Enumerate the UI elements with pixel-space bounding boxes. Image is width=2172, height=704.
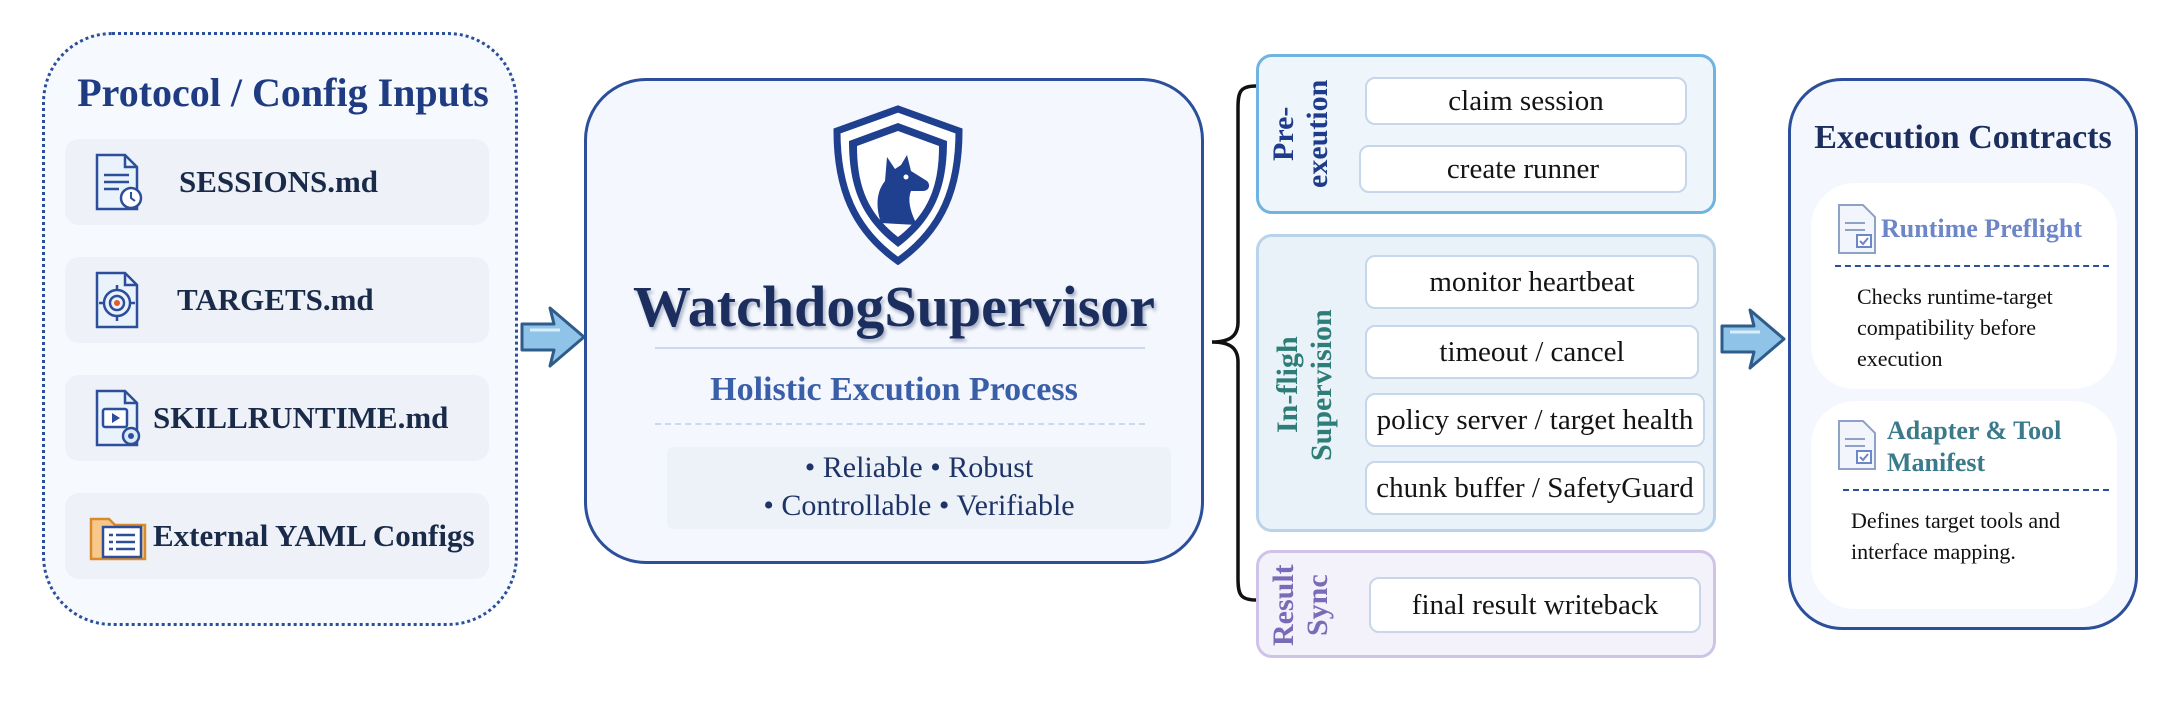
step-monitor-heartbeat: monitor heartbeat bbox=[1365, 255, 1699, 309]
inputs-panel: Protocol / Config Inputs SESSIONS.md TAR… bbox=[42, 32, 518, 626]
step-policy-server-target-health: policy server / target health bbox=[1365, 393, 1705, 447]
contract-runtime-preflight: Runtime Preflight Checks runtime-target … bbox=[1811, 183, 2117, 389]
file-label-yaml: External YAML Configs bbox=[153, 518, 475, 553]
supervisor-subtitle: Holistic Excution Process bbox=[710, 371, 1078, 408]
step-create-runner: create runner bbox=[1359, 145, 1687, 193]
folder-list-icon bbox=[89, 517, 147, 561]
stage-result-sync: Result Sync final result writeback bbox=[1256, 550, 1716, 658]
target-document-icon bbox=[95, 271, 139, 329]
file-card-targets: TARGETS.md bbox=[65, 257, 489, 343]
dog-shield-icon bbox=[833, 105, 963, 265]
file-card-yaml: External YAML Configs bbox=[65, 493, 489, 579]
media-document-icon bbox=[95, 389, 141, 447]
stage-label-pre-execution: Pre- exeution bbox=[1267, 79, 1334, 189]
contract-adapter-tool-manifest: Adapter & Tool Manifest Defines target t… bbox=[1811, 401, 2117, 609]
arrow-right-icon bbox=[520, 306, 586, 368]
step-chunk-buffer-safetyguard: chunk buffer / SafetyGuard bbox=[1365, 461, 1705, 515]
divider bbox=[655, 347, 1145, 349]
stage-in-flight-supervision: In-fligh Supervision monitor heartbeat t… bbox=[1256, 234, 1716, 532]
arrow-right-icon bbox=[1720, 308, 1786, 370]
contracts-title: Execution Contracts bbox=[1814, 119, 2112, 156]
stage-label-result-sync: Result Sync bbox=[1267, 564, 1334, 646]
file-label-targets: TARGETS.md bbox=[177, 282, 374, 317]
stage-label-in-flight: In-fligh Supervision bbox=[1271, 309, 1338, 461]
supervisor-panel: WatchdogSupervisor Holistic Excution Pro… bbox=[584, 78, 1204, 564]
file-card-skillruntime: SKILLRUNTIME.md bbox=[65, 375, 489, 461]
document-clock-icon bbox=[95, 153, 143, 211]
divider bbox=[655, 423, 1145, 425]
supervisor-title: WatchdogSupervisor bbox=[632, 274, 1156, 339]
contracts-panel: Execution Contracts Runtime Preflight Ch… bbox=[1788, 78, 2138, 630]
contract-name-adapter-tool-manifest: Adapter & Tool Manifest bbox=[1887, 416, 2062, 477]
step-timeout-cancel: timeout / cancel bbox=[1365, 325, 1699, 379]
properties-line-2: • Controllable • Verifiable bbox=[763, 489, 1075, 522]
contract-desc-adapter-tool-manifest: Defines target tools and interface mappi… bbox=[1851, 508, 2061, 564]
step-claim-session: claim session bbox=[1365, 77, 1687, 125]
properties-line-1: • Reliable • Robust bbox=[804, 451, 1034, 484]
divider bbox=[1843, 489, 2109, 491]
checklist-document-icon bbox=[1838, 204, 1876, 254]
contract-name-runtime-preflight: Runtime Preflight bbox=[1881, 214, 2082, 243]
divider bbox=[1835, 265, 2109, 267]
file-label-skillruntime: SKILLRUNTIME.md bbox=[153, 400, 449, 435]
checklist-document-icon bbox=[1838, 420, 1876, 470]
stage-pre-execution: Pre- exeution claim session create runne… bbox=[1256, 54, 1716, 214]
file-label-sessions: SESSIONS.md bbox=[179, 164, 379, 199]
step-final-result-writeback: final result writeback bbox=[1369, 577, 1701, 633]
curly-bracket bbox=[1211, 84, 1257, 602]
contract-desc-runtime-preflight: Checks runtime-target compatibility befo… bbox=[1857, 284, 2053, 371]
properties-box: • Reliable • Robust • Controllable • Ver… bbox=[667, 447, 1171, 529]
inputs-title: Protocol / Config Inputs bbox=[77, 70, 489, 115]
file-card-sessions: SESSIONS.md bbox=[65, 139, 489, 225]
